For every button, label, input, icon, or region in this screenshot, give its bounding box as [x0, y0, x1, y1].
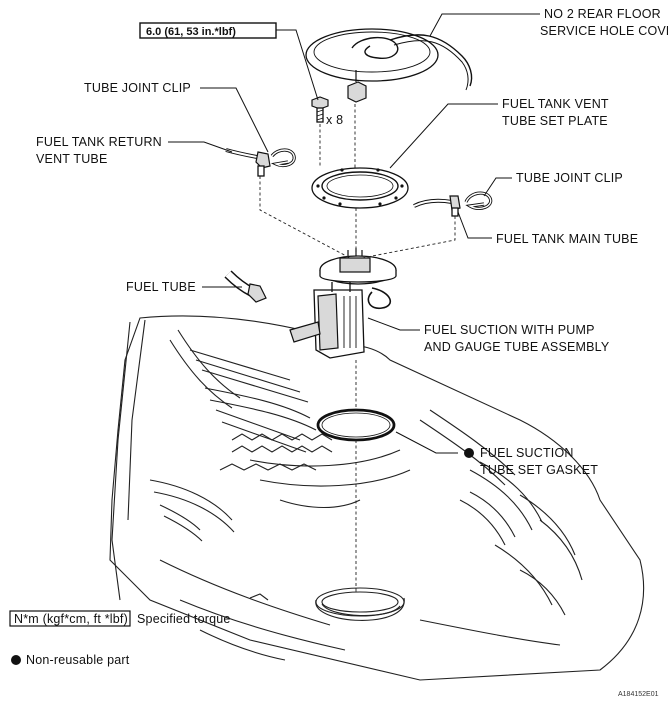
quantity-label: x 8: [326, 113, 343, 127]
legend-nonreusable-text: Non-reusable part: [26, 653, 130, 667]
leader-lines: [168, 13, 540, 454]
torque-value-label: 6.0 (61, 53 in.*lbf): [146, 26, 236, 38]
legend-torque-box: [9, 610, 131, 627]
callouts: 6.0 (61, 53 in.*lbf) x 8 NO 2 REAR FLOOR…: [36, 7, 668, 477]
vent-tube-set-plate: [311, 167, 409, 209]
cover-label-line2: SERVICE HOLE COVER: [540, 24, 668, 38]
legend: N*m (kgf*cm, ft *lbf) Specified torque N…: [9, 610, 231, 667]
fuel-pump-assembly: [289, 248, 397, 359]
pump-label-line2: AND GAUGE TUBE ASSEMBLY: [424, 340, 610, 354]
return-tube-label-line2: VENT TUBE: [36, 152, 108, 166]
fuel-tube: [224, 270, 267, 303]
fuel-tube-label: FUEL TUBE: [126, 280, 196, 294]
clip-left-label: TUBE JOINT CLIP: [84, 81, 191, 95]
nonreusable-marker-gasket: [464, 448, 474, 458]
legend-torque-text: Specified torque: [137, 612, 231, 626]
gasket-label-line2: TUBE SET GASKET: [480, 463, 598, 477]
figure-id: A184152E01: [618, 691, 659, 698]
plate-label-line2: TUBE SET PLATE: [502, 114, 608, 128]
pump-label-line1: FUEL SUCTION WITH PUMP: [424, 323, 595, 337]
plate-label-line1: FUEL TANK VENT: [502, 97, 609, 111]
gasket-label-line1: FUEL SUCTION: [480, 446, 574, 460]
return-vent-tube: [225, 148, 271, 177]
main-tube-label: FUEL TANK MAIN TUBE: [496, 232, 638, 246]
legend-torque-units: N*m (kgf*cm, ft *lbf): [14, 612, 128, 626]
cover-label-line1: NO 2 REAR FLOOR: [544, 7, 661, 21]
mounting-bolt: [311, 96, 329, 123]
alignment-lines: [259, 104, 456, 592]
service-hole-cover: [305, 28, 473, 103]
main-tube: [413, 195, 461, 217]
rear-floor-panel: [109, 315, 645, 681]
tube-joint-clip-left: [270, 148, 296, 168]
legend-nonreusable-dot: [11, 655, 21, 665]
tube-joint-clip-right: [464, 191, 493, 211]
torque-value-box: [139, 22, 277, 39]
clip-right-label: TUBE JOINT CLIP: [516, 171, 623, 185]
return-tube-label-line1: FUEL TANK RETURN: [36, 135, 162, 149]
